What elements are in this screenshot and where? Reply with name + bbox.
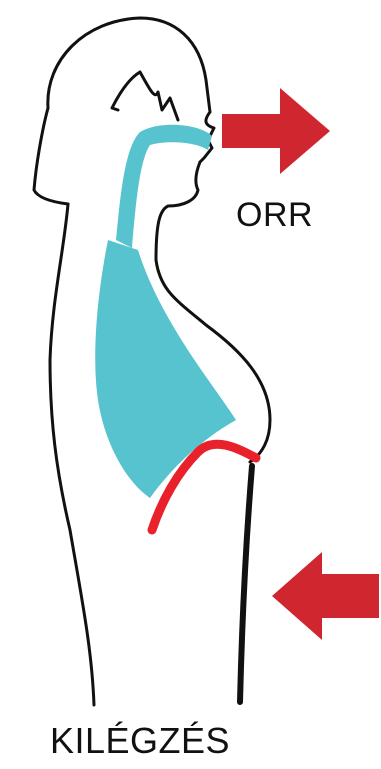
exhalation-caption: KILÉGZÉS [50, 723, 230, 759]
right-arrow-icon [222, 88, 330, 174]
lung-shape [95, 240, 236, 498]
back-body-outline [50, 204, 94, 705]
nose-label: ORR [236, 198, 313, 232]
abdomen-arrow-shape [272, 552, 379, 640]
abdomen-outline [240, 466, 252, 702]
left-arrow-icon [272, 552, 379, 640]
exhale-arrow-shape [222, 88, 330, 174]
